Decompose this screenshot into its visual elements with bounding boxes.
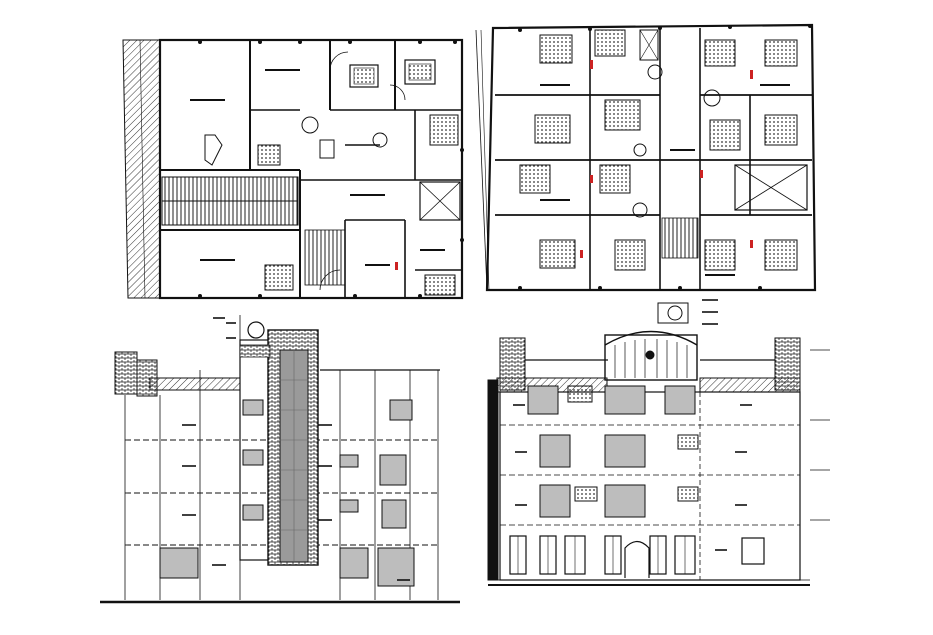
ground-floor-plan — [122, 38, 464, 300]
upper-floor-plan — [475, 23, 817, 292]
side-section-elevation — [100, 315, 460, 604]
front-elevation — [487, 299, 830, 586]
